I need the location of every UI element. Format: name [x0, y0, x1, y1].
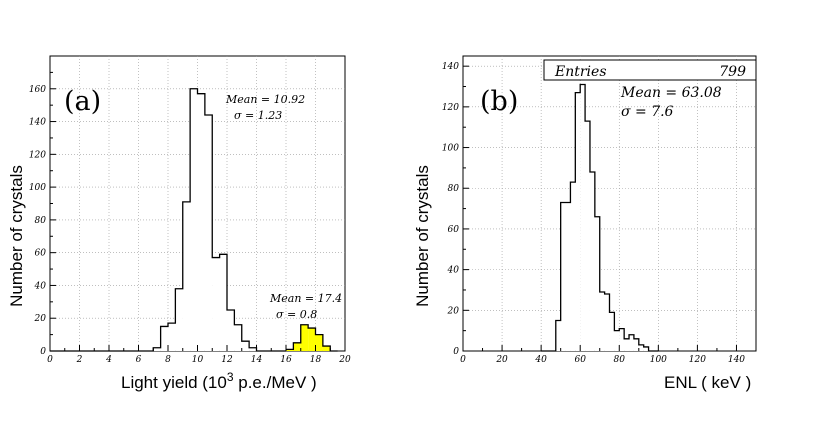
- panel-b-bar-s0-10: [589, 171, 595, 351]
- panel-b-bar-s0-5: [565, 202, 571, 351]
- panel-b-bar-s0-20: [638, 344, 644, 351]
- panel-a-x-tick-label-9: 18: [310, 355, 322, 365]
- panel-b-bar-s0-12: [599, 292, 605, 351]
- panel-a-mean-2: Mean = 17.4: [269, 292, 342, 305]
- panel-a-x-tick-label-0: 0: [47, 355, 53, 365]
- panel-b-y-tick-label-6: 120: [442, 103, 459, 113]
- panel-a-x-tick-label-1: 2: [76, 355, 83, 365]
- panel-a-x-tick-label-2: 4: [105, 355, 112, 365]
- panel-b-label: (b): [480, 86, 518, 117]
- panel-b-y-axis-label: Number of crystals: [413, 165, 432, 307]
- panel-b-x-tick-label-0: 0: [460, 355, 466, 365]
- panel-a-bar-s0-15: [160, 326, 168, 351]
- panel-a-bar-s1-1: [293, 342, 301, 351]
- panel-a-bar-s0-26: [241, 341, 250, 351]
- panel-a-y-tick-label-5: 100: [29, 183, 46, 193]
- panel-b-x-tick-label-7: 140: [728, 355, 745, 365]
- panel-a-bar-s1-3: [308, 328, 316, 351]
- panel-b-x-tick-label-1: 20: [495, 355, 508, 365]
- panel-a: 0 2 4 6 8 10 12 14 16 18 20 0 20 40 60 80 100 120 140 160: [29, 55, 351, 365]
- panel-b-bar-s0-19: [633, 338, 639, 351]
- panel-b-bar-s0-14: [609, 312, 615, 351]
- panel-b-y-tick-label-3: 60: [448, 225, 460, 235]
- panel-a-y-tick-label-0: 0: [40, 347, 46, 357]
- panel-b-mean: Mean = 63.08: [620, 85, 722, 101]
- panel-a-bar-s0-22: [212, 257, 220, 351]
- panel-a-x-tick-label-4: 8: [165, 355, 171, 365]
- panel-a-bar-s0-21: [204, 115, 213, 351]
- panel-a-x-tick-label-3: 6: [136, 355, 142, 365]
- panel-a-y-tick-label-2: 40: [34, 281, 47, 291]
- panel-a-x-tick-label-10: 20: [338, 355, 351, 365]
- panel-a-bar-s1-5: [322, 346, 331, 351]
- panel-b-bar-s0-21: [643, 346, 649, 351]
- panel-a-x-axis-label: Light yield (103 p.e./MeV ): [121, 370, 317, 392]
- panel-a-y-tick-label-4: 80: [35, 216, 47, 226]
- panel-b-bar-s0-11: [594, 216, 600, 351]
- panel-a-bar-s1-2: [300, 324, 309, 351]
- panel-a-sigma-1: σ = 1.23: [234, 109, 282, 122]
- panel-a-sigma-2: σ = 0.8: [276, 308, 317, 321]
- panel-a-bar-s0-16: [168, 323, 176, 351]
- panel-a-bar-s0-24: [227, 310, 235, 351]
- panel-b-bar-s0-3: [555, 320, 561, 351]
- panel-b-bar-s0-18: [629, 334, 634, 351]
- panel-a-y-tick-label-1: 20: [34, 314, 47, 324]
- panel-b-sigma: σ = 7.6: [621, 104, 674, 120]
- panel-b-bar-s0-4: [560, 202, 566, 351]
- panel-b-x-tick-label-2: 40: [534, 355, 547, 365]
- panel-a-bar-s0-17: [175, 288, 183, 351]
- panel-b-y-tick-label-1: 20: [447, 306, 460, 316]
- panel-a-bar-s0-23: [219, 254, 227, 351]
- panel-a-bar-s0-19: [190, 88, 198, 352]
- panel-a-x-tick-label-5: 10: [192, 355, 204, 365]
- panel-a-outline-s1: [286, 324, 338, 352]
- panel-b-outline-s0: [541, 83, 659, 352]
- panel-a-bar-s0-27: [249, 347, 257, 351]
- panel-a-y-tick-label-3: 60: [35, 249, 47, 259]
- panel-b-bar-s0-8: [580, 84, 586, 351]
- panel-a-bar-s0-20: [197, 93, 205, 351]
- panel-b-x-tick-label-4: 80: [614, 355, 626, 365]
- panel-a-bar-s1-4: [315, 334, 323, 351]
- panel-a-x-tick-label-8: 16: [280, 355, 292, 365]
- panel-b-bar-s0-9: [585, 121, 590, 351]
- panel-a-y-tick-label-8: 160: [29, 85, 46, 95]
- panel-a-bar-s0-18: [182, 201, 191, 351]
- panel-b-bar-s0-13: [604, 294, 610, 351]
- panel-b-bar-s0-6: [570, 182, 576, 351]
- panel-a-bar-s0-14: [153, 347, 161, 351]
- panel-b-x-tick-label-3: 60: [574, 355, 586, 365]
- panel-a-x-tick-label-6: 12: [221, 355, 233, 365]
- panel-b-y-tick-label-0: 0: [453, 347, 459, 357]
- panel-b-x-axis-label: ENL ( keV ): [664, 373, 751, 392]
- panel-a-outline-s0: [50, 88, 286, 352]
- panel-b-entries-value: 799: [719, 64, 746, 80]
- panel-b-y-tick-label-4: 80: [448, 184, 460, 194]
- panel-a-x-tick-label-7: 14: [251, 355, 263, 365]
- panel-b-y-tick-label-2: 40: [447, 266, 460, 276]
- panel-b-x-tick-label-5: 100: [650, 355, 667, 365]
- panel-a-bar-s0-25: [234, 324, 242, 351]
- panel-b-bar-s0-7: [575, 92, 581, 351]
- panel-a-mean-1: Mean = 10.92: [225, 93, 305, 106]
- panel-b-bar-s0-15: [614, 330, 620, 351]
- panel-b-x-tick-label-6: 120: [689, 355, 706, 365]
- panel-b-bar-s0-17: [624, 338, 630, 351]
- panel-b-bar-s0-16: [619, 328, 625, 351]
- panel-a-y-tick-label-7: 140: [29, 118, 46, 128]
- panel-a-label: (a): [64, 86, 101, 117]
- panel-a-bar-s1-0: [286, 349, 294, 351]
- panel-a-y-axis-label: Number of crystals: [7, 165, 26, 307]
- panel-b-stats-box: [543, 59, 757, 81]
- panel-b-y-tick-label-5: 100: [442, 144, 459, 154]
- panel-b: 0 20 40 60 80 100 120 140 0 20 40 60 80 100 120 140: [442, 55, 757, 365]
- panel-b-y-tick-label-7: 140: [442, 62, 459, 72]
- panel-b-entries-label: Entries: [554, 64, 607, 80]
- panel-a-y-tick-label-6: 120: [29, 150, 46, 160]
